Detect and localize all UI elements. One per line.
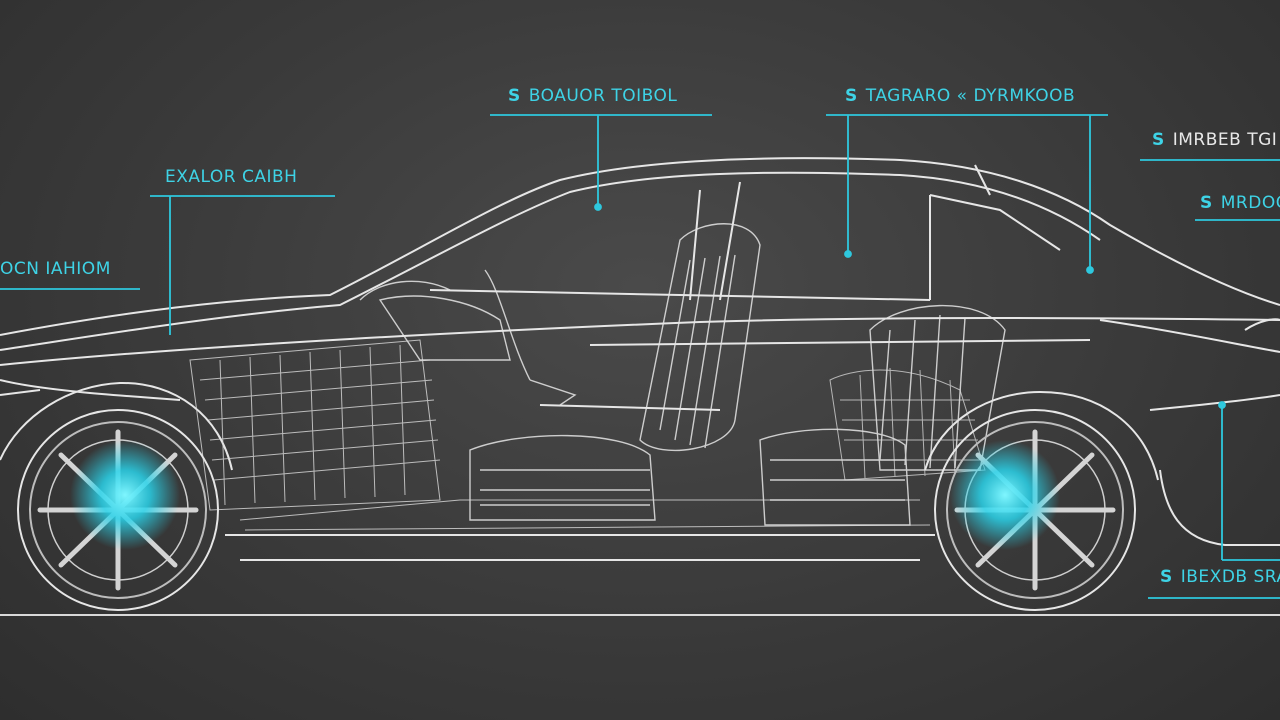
callout-label-left-middle: OCN IAHIOM <box>0 259 111 279</box>
callout-label-top-right: S TAGRARO « DYRMKOOB <box>845 86 1075 106</box>
callout-text: MRDOO <box>1220 193 1280 213</box>
rear-seat-back <box>869 304 1006 471</box>
car-body-outline <box>0 157 1280 561</box>
callout-marker: S <box>508 86 521 106</box>
front-hub-glow <box>70 440 180 550</box>
dashboard <box>378 295 511 361</box>
front-wheel <box>17 409 219 611</box>
callout-marker: S <box>1200 193 1213 213</box>
front-mechanics <box>189 339 931 531</box>
steering-wheel <box>484 269 577 406</box>
callout-marker: S <box>1152 130 1165 150</box>
callout-label-far-right-top: S IMRBEB TGI <box>1152 130 1277 150</box>
callout-text: OCN IAHIOM <box>0 259 111 279</box>
rear-hub-glow <box>950 440 1060 550</box>
front-seat-back <box>639 223 761 452</box>
callout-text: EXALOR CAIBH <box>165 167 298 187</box>
callout-marker: S <box>1160 567 1173 587</box>
callout-label-left-upper: EXALOR CAIBH <box>165 167 297 187</box>
callout-lines <box>0 114 1280 599</box>
callout-text: IBEXDB SRA <box>1180 567 1280 587</box>
callout-marker: S <box>845 86 858 106</box>
front-seat-cushion <box>469 434 656 521</box>
callout-label-top-center: S BOAUOR TOIBOL <box>508 86 677 106</box>
callout-label-bottom-right: S IBEXDB SRA <box>1160 567 1280 587</box>
interior-seats <box>359 223 1006 526</box>
callout-text: BOAUOR TOIBOL <box>528 86 678 106</box>
rear-mechanics <box>829 367 986 481</box>
rear-wheel <box>934 409 1136 611</box>
callout-text: IMRBEB TGI <box>1172 130 1278 150</box>
callout-text: TAGRARO « DYRMKOOB <box>865 86 1076 106</box>
rear-seat-cushion <box>759 428 911 526</box>
callout-label-right-middle: S MRDOO <box>1200 193 1280 213</box>
